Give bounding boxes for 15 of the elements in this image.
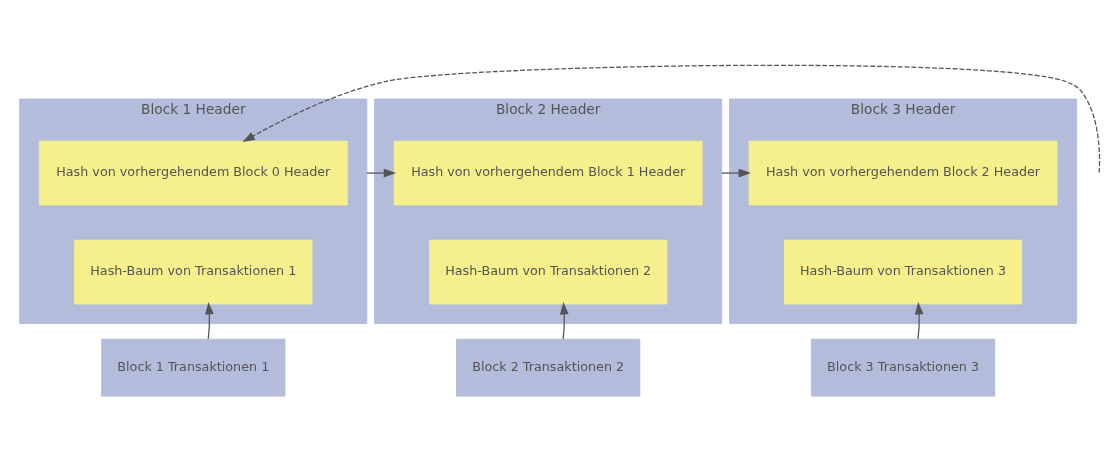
node-box: Hash von vorhergehendem Block 2 Header	[748, 140, 1058, 205]
node-box: Block 1 Transaktionen 1	[101, 338, 286, 397]
arrow	[366, 168, 397, 177]
node-box: Block 2 Transaktionen 2	[456, 338, 641, 397]
node-box: Hash-Baum von Transaktionen 1	[74, 239, 313, 304]
node-box: Hash von vorhergehendem Block 0 Header	[38, 140, 348, 205]
node-box: Hash-Baum von Transaktionen 2	[429, 239, 668, 304]
arrow	[721, 168, 751, 177]
arrow	[205, 301, 214, 340]
node-box: Hash-Baum von Transaktionen 3	[783, 239, 1023, 304]
node-box: Block 3 Transaktionen 3	[810, 338, 996, 397]
arrow	[559, 301, 569, 340]
node-box: Hash von vorhergehendem Block 1 Header	[393, 140, 703, 205]
arrow	[914, 301, 924, 340]
arrow	[242, 64, 1101, 173]
